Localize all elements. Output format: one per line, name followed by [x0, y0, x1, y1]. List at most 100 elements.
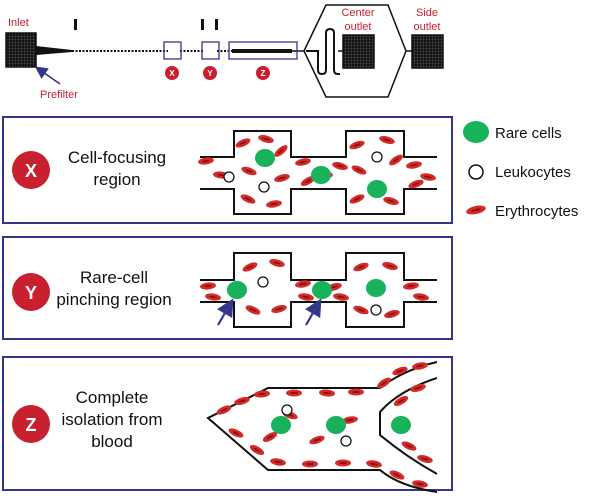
- side-outlet-label-1: Side: [416, 7, 438, 19]
- erythrocyte: [417, 455, 433, 463]
- erythrocyte: [295, 158, 311, 166]
- rare-cell: [366, 279, 386, 297]
- marker-z: Z: [256, 66, 270, 80]
- center-outlet-label-2: outlet: [345, 21, 372, 33]
- erythrocyte: [353, 305, 369, 315]
- rare-cell-icon: [463, 121, 489, 143]
- erythrocyte: [258, 135, 274, 143]
- panel-y-letter: Y: [25, 283, 37, 303]
- marker-y-label: Y: [207, 69, 213, 78]
- erythrocyte: [382, 262, 398, 270]
- erythrocyte: [420, 173, 436, 181]
- panel-z-badge: [12, 405, 50, 443]
- leukocyte: [223, 171, 235, 183]
- erythrocyte: [302, 460, 318, 468]
- leukocyte: [370, 304, 382, 316]
- rare-cell: [326, 416, 346, 434]
- panel-x-frame: [2, 116, 453, 224]
- erythrocyte: [379, 136, 395, 144]
- erythrocyte: [266, 200, 282, 208]
- panel-y-label-1: Rare-cell: [80, 268, 148, 287]
- panel-z-frame: [2, 356, 453, 491]
- panel-y: Y Rare-cell pinching region: [2, 236, 453, 340]
- erythrocyte: [216, 405, 232, 415]
- side-outlet-label-2: outlet: [414, 21, 441, 33]
- erythrocyte: [389, 154, 403, 166]
- leukocyte-icon: [468, 164, 484, 180]
- chip-tick: [74, 19, 77, 30]
- serpentine-channel: [306, 27, 340, 76]
- rare-cell: [391, 416, 411, 434]
- erythrocyte: [349, 140, 365, 150]
- erythrocyte: [349, 194, 365, 204]
- erythrocyte: [242, 262, 258, 272]
- rare-cell: [255, 149, 275, 167]
- region-box-x: [163, 41, 182, 60]
- erythrocyte: [200, 282, 216, 290]
- erythrocyte: [298, 293, 314, 301]
- erythrocyte: [393, 395, 409, 407]
- panel-y-label-2: pinching region: [56, 290, 171, 309]
- erythrocyte: [205, 293, 221, 301]
- marker-x: X: [165, 66, 179, 80]
- marker-y: Y: [203, 66, 217, 80]
- rare-cell: [312, 281, 332, 299]
- legend-rare-cells-label: Rare cells: [495, 125, 562, 142]
- center-outlet-port: [342, 34, 375, 69]
- erythrocyte: [309, 435, 325, 445]
- chip-overview: Inlet X Y Z Prefil: [5, 4, 444, 101]
- erythrocyte: [300, 175, 316, 187]
- isolation-channel: [232, 49, 292, 53]
- erythrocyte: [245, 305, 261, 315]
- center-outlet-label-1: Center: [341, 7, 374, 19]
- panel-z-letter: Z: [26, 415, 37, 435]
- prefilter-arrow: [34, 66, 61, 85]
- erythrocyte: [412, 480, 428, 488]
- rare-cell: [227, 281, 247, 299]
- panel-z: Z Complete isolation from blood: [2, 356, 453, 493]
- erythrocyte: [332, 162, 348, 170]
- erythrocyte: [408, 179, 424, 189]
- rare-cell: [271, 416, 291, 434]
- panel-x-label-1: Cell-focusing: [68, 148, 166, 167]
- panel-z-cells: [216, 362, 433, 488]
- erythrocyte: [240, 194, 256, 204]
- chip-tick: [215, 19, 218, 30]
- erythrocyte: [383, 197, 399, 205]
- erythrocyte: [286, 389, 302, 397]
- leukocyte: [340, 435, 352, 447]
- erythrocyte: [384, 310, 400, 318]
- leukocyte: [257, 276, 269, 288]
- rare-cell: [367, 180, 387, 198]
- legend-erythrocytes-label: Erythrocytes: [495, 203, 578, 220]
- erythrocyte: [198, 157, 214, 165]
- erythrocyte: [271, 305, 287, 313]
- erythrocyte: [406, 161, 422, 169]
- panel-x: X Cell-focusing region: [2, 116, 453, 224]
- erythrocyte: [377, 377, 391, 389]
- erythrocyte: [401, 441, 417, 451]
- panel-y-badge: [12, 273, 50, 311]
- panel-x-label-2: region: [93, 170, 140, 189]
- erythrocyte: [262, 431, 278, 443]
- erythrocyte: [254, 390, 270, 398]
- panel-x-letter: X: [25, 161, 37, 181]
- marker-x-label: X: [169, 69, 175, 78]
- region-box-z: [228, 41, 298, 60]
- erythrocyte: [353, 262, 369, 272]
- rare-cell: [311, 166, 331, 184]
- legend: Rare cells Leukocytes Erythrocytes: [463, 121, 578, 220]
- pinch-arrow-1: [216, 298, 234, 326]
- inlet-port: [5, 32, 37, 68]
- region-box-y: [201, 41, 220, 60]
- erythrocyte: [319, 389, 335, 397]
- panel-y-cells: [200, 259, 429, 318]
- prefilter-label: Prefilter: [40, 89, 78, 101]
- erythrocyte: [333, 293, 349, 301]
- erythrocyte: [249, 444, 265, 456]
- panel-x-cells: [198, 135, 436, 208]
- inlet-label: Inlet: [8, 17, 29, 29]
- erythrocyte-icon: [466, 205, 486, 215]
